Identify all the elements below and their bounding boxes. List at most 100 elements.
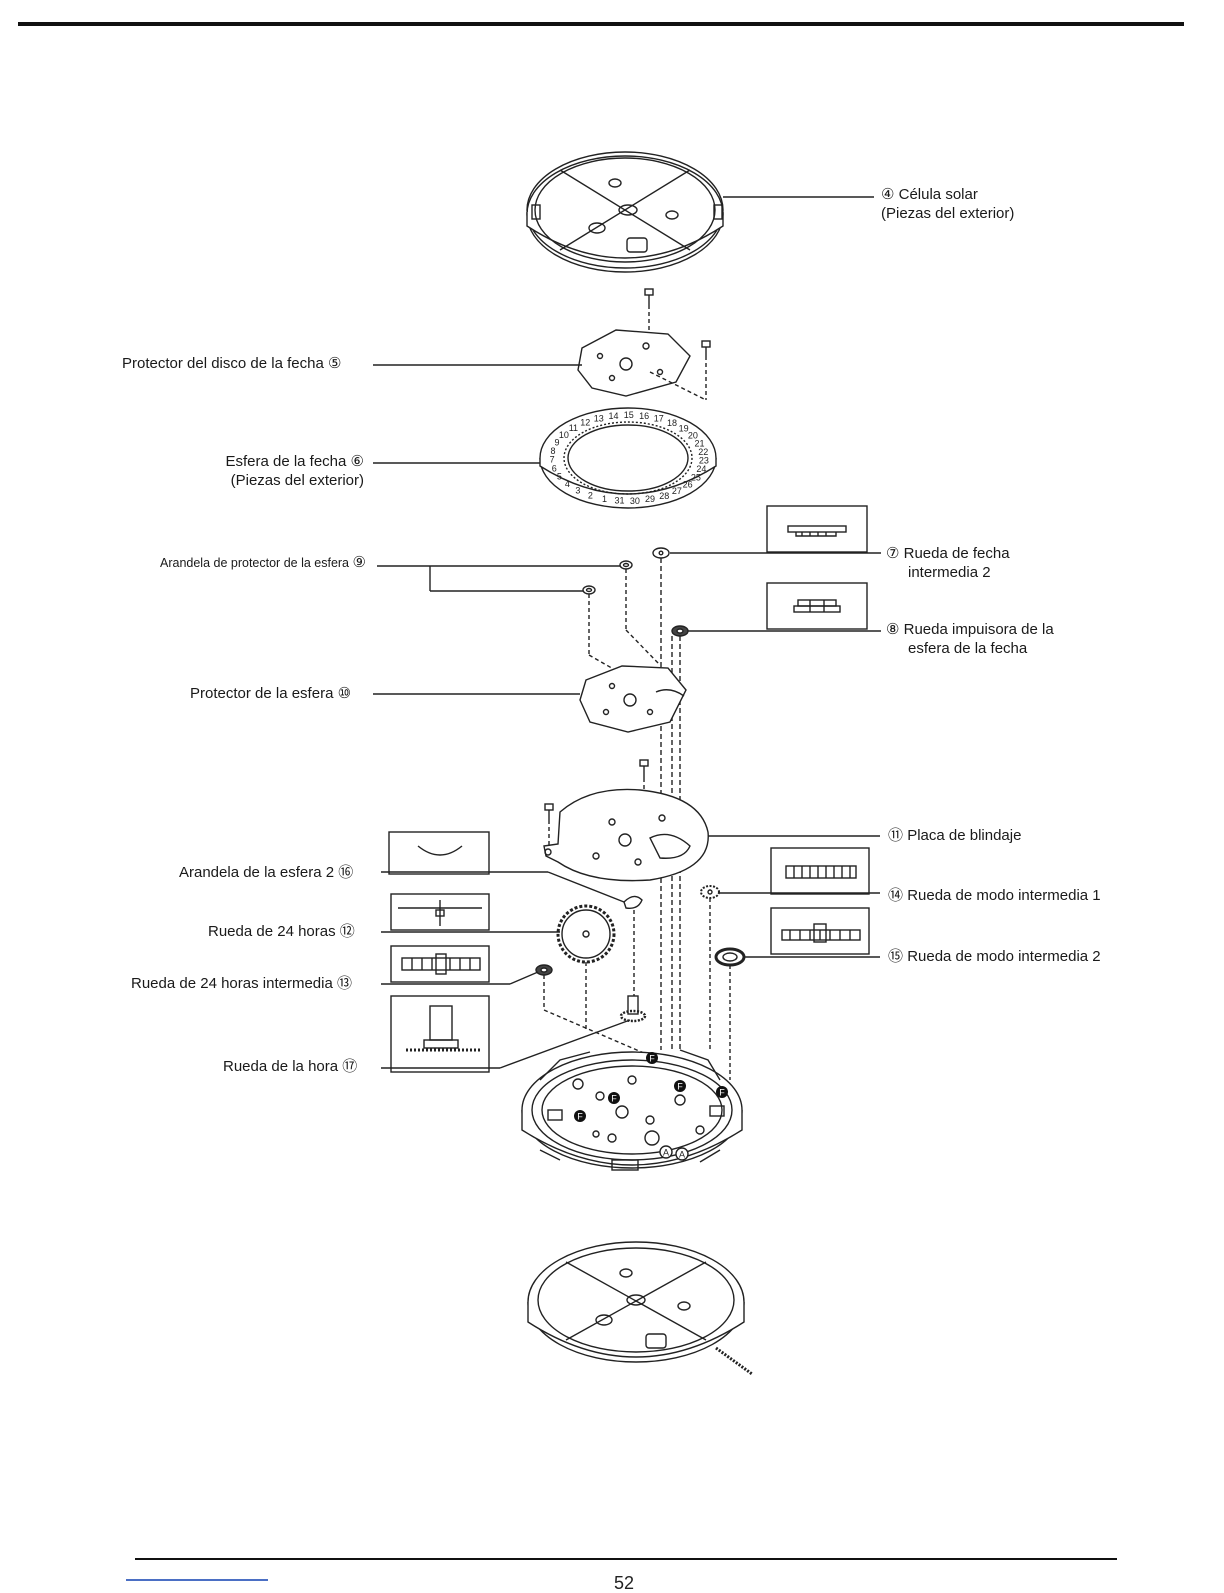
date-dial-number: 1 xyxy=(602,494,607,504)
inset-p17 xyxy=(390,995,490,1073)
inset-p7 xyxy=(766,505,868,553)
date-dial-number: 31 xyxy=(614,496,624,506)
solar-cell-part xyxy=(526,151,724,273)
label-text: Protector de la esfera xyxy=(190,685,334,702)
date-dial-number: 23 xyxy=(699,456,709,466)
date-dial-number: 30 xyxy=(630,496,640,506)
label-p4: ④ Célula solar (Piezas del exterior) xyxy=(881,185,1014,223)
a-marker-letter: A xyxy=(663,1148,669,1158)
f-marker-letter: F xyxy=(577,1112,583,1122)
date-dial-number: 10 xyxy=(559,430,569,440)
f-marker xyxy=(716,1086,728,1098)
f-marker xyxy=(608,1092,620,1104)
label-p11: ⑪ Placa de blindaje xyxy=(888,826,1021,845)
part-number: ⑤ xyxy=(327,355,342,372)
label-p14: ⑭ Rueda de modo intermedia 1 xyxy=(888,886,1101,905)
date-dial-number: 19 xyxy=(679,424,689,434)
date-intermediate-wheel-2 xyxy=(652,547,670,559)
24-hour-intermediate-wheel-part xyxy=(535,964,553,976)
date-dial-number: 18 xyxy=(667,418,677,428)
part-number: ⑪ xyxy=(888,827,904,844)
f-marker-letter: F xyxy=(719,1088,725,1098)
label-text: Arandela de la esfera 2 xyxy=(179,864,335,881)
date-dial-number: 26 xyxy=(683,480,693,490)
date-dial-number: 25 xyxy=(691,472,701,482)
part-number: ⑦ xyxy=(886,545,900,562)
part-number: ④ xyxy=(881,186,895,203)
hour-wheel-part xyxy=(619,995,647,1023)
label-p9: Arandela de protector de la esfera ⑨ xyxy=(160,553,366,573)
label-p8: ⑧ Rueda impuisora de la esfera de la fec… xyxy=(886,620,1054,658)
part-number: ⑩ xyxy=(337,685,352,702)
dial-washer-part xyxy=(582,560,633,595)
part-number: ⑰ xyxy=(342,1058,358,1075)
f-marker xyxy=(646,1052,658,1064)
f-marker-letter: F xyxy=(611,1094,617,1104)
page-number: 52 xyxy=(614,1573,635,1593)
date-dial-number: 16 xyxy=(639,411,649,421)
f-marker-letter: F xyxy=(649,1054,655,1064)
date-dial-number: 4 xyxy=(565,479,570,489)
dial-washer-2-part xyxy=(623,895,643,910)
a-marker xyxy=(659,1145,673,1159)
date-dial-number: 17 xyxy=(654,414,664,424)
solar-cell-bottom-part xyxy=(527,1241,753,1376)
label-text: Rueda de modo intermedia 1 xyxy=(907,887,1101,904)
label-text: Placa de blindaje xyxy=(907,827,1022,844)
label-text: esfera de la fecha xyxy=(908,640,1028,657)
part-number: ⑫ xyxy=(339,923,355,940)
bottom-rule xyxy=(135,1558,1117,1560)
screw-2 xyxy=(701,340,711,356)
date-dial-number: 20 xyxy=(688,431,698,441)
part-number: ⑮ xyxy=(888,948,904,965)
date-dial-number: 6 xyxy=(552,463,557,473)
date-dial-number: 8 xyxy=(550,446,555,456)
date-dial-part xyxy=(539,407,717,509)
inset-p13 xyxy=(390,945,490,983)
date-dial-number: 5 xyxy=(557,472,562,482)
label-text: Rueda de 24 horas xyxy=(208,923,336,940)
label-p15: ⑮ Rueda de modo intermedia 2 xyxy=(888,947,1101,966)
dial-protector-part xyxy=(579,665,687,733)
inset-p12 xyxy=(390,893,490,931)
part-number: ⑭ xyxy=(888,887,904,904)
label-text: Rueda de 24 horas intermedia xyxy=(131,975,333,992)
date-dial-number: 22 xyxy=(698,447,708,457)
f-marker xyxy=(674,1080,686,1092)
part-number: ⑥ xyxy=(350,453,364,470)
date-dial-number: 11 xyxy=(569,423,578,433)
shield-plate-part xyxy=(543,788,709,882)
label-text: (Piezas del exterior) xyxy=(881,205,1015,222)
top-rule xyxy=(18,22,1184,26)
inset-p8 xyxy=(766,582,868,630)
part-number: ⑨ xyxy=(352,554,366,571)
date-dial-number: 24 xyxy=(696,464,706,474)
label-p12: Rueda de 24 horas ⑫ xyxy=(208,922,355,941)
date-dial-number: 15 xyxy=(624,410,634,420)
movement-assembly xyxy=(521,1049,743,1171)
date-dial-number: 13 xyxy=(594,413,604,423)
label-text: Rueda de fecha xyxy=(903,545,1010,562)
part-number: ⑯ xyxy=(338,864,354,881)
f-marker xyxy=(574,1110,586,1122)
label-text: Arandela de protector de la esfera xyxy=(160,556,350,570)
label-text: intermedia 2 xyxy=(908,564,991,581)
label-p7: ⑦ Rueda de fecha intermedia 2 xyxy=(886,544,1010,582)
date-dial-number: 29 xyxy=(645,494,655,504)
label-p13: Rueda de 24 horas intermedia ⑬ xyxy=(131,974,352,993)
label-p16: Arandela de la esfera 2 ⑯ xyxy=(179,863,353,882)
part-number: ⑧ xyxy=(886,621,900,638)
date-dial-number: 2 xyxy=(588,490,593,500)
date-dial-number: 12 xyxy=(580,418,590,428)
label-text: Rueda de modo intermedia 2 xyxy=(907,948,1101,965)
label-text: Rueda de la hora xyxy=(223,1058,339,1075)
date-dial-number: 3 xyxy=(575,485,580,495)
date-dial-driving-wheel xyxy=(671,625,689,637)
label-text: Esfera de la fecha xyxy=(225,453,347,470)
date-dial-number: 21 xyxy=(694,439,704,449)
mode-intermediate-wheel-2-part xyxy=(714,947,746,967)
